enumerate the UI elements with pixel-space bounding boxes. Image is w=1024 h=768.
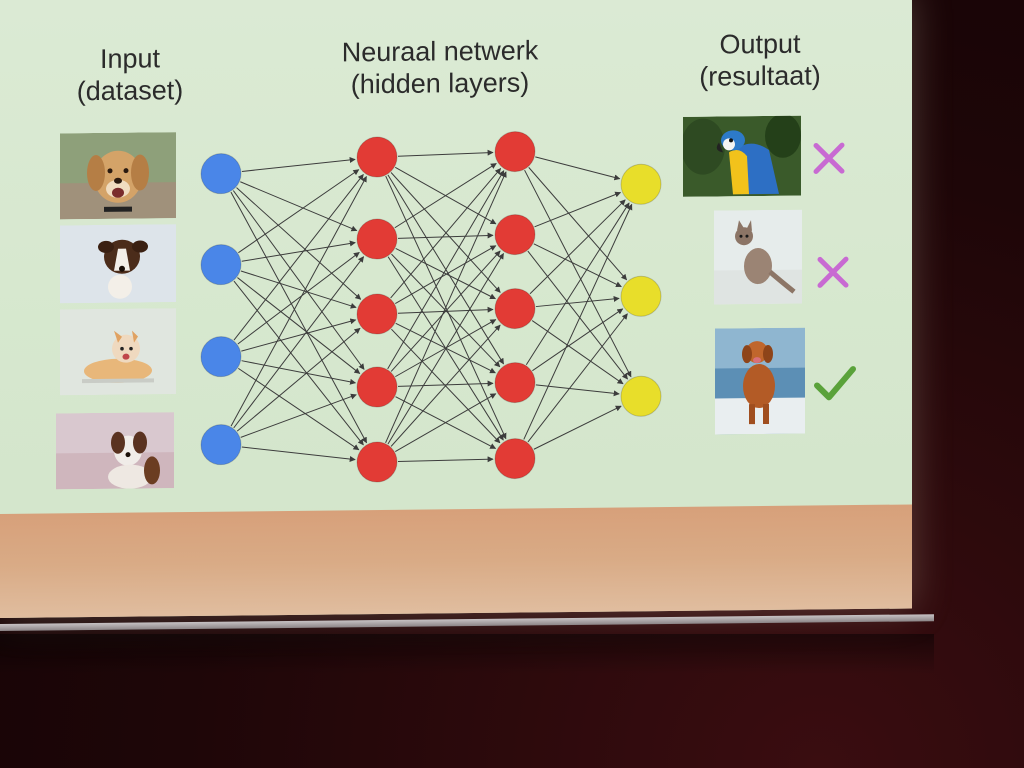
connection-arrow: [397, 149, 494, 157]
output-photo-cat: [714, 209, 802, 305]
connection-arrow: [397, 456, 494, 463]
connection-arrow: [387, 252, 504, 445]
connection-arrow: [237, 251, 360, 345]
output-node: [620, 375, 662, 417]
connection-arrow: [233, 280, 364, 446]
connection-arrow: [528, 167, 628, 281]
input-node: [200, 424, 242, 466]
hidden-node-1: [356, 366, 398, 408]
input-photo-dog-2: [60, 224, 176, 304]
hidden-node-1: [356, 293, 398, 335]
input-node: [200, 244, 242, 286]
connection-lines: [230, 149, 633, 463]
cross-icon: [812, 141, 846, 180]
connection-arrow: [240, 393, 357, 438]
input-node: [200, 153, 242, 195]
connection-arrow: [238, 169, 360, 254]
connection-arrow: [523, 203, 633, 440]
connection-arrow: [394, 163, 497, 229]
input-photo-dog-4: [56, 412, 174, 490]
connection-arrow: [385, 171, 507, 443]
connection-arrow: [390, 324, 501, 447]
connection-arrow: [395, 393, 497, 452]
connection-arrow: [238, 367, 360, 451]
input-node: [200, 336, 242, 378]
connection-arrow: [395, 319, 497, 378]
connection-arrow: [230, 191, 368, 444]
network-nodes: [200, 131, 662, 483]
connection-arrow: [387, 170, 505, 370]
connection-arrow: [525, 202, 630, 366]
connection-arrow: [535, 156, 621, 181]
connection-arrow: [395, 248, 496, 300]
connection-arrow: [236, 327, 361, 432]
hidden-node-2: [494, 214, 536, 256]
connection-arrow: [241, 318, 357, 352]
connection-arrow: [241, 156, 356, 172]
hidden-node-2: [494, 438, 536, 480]
connection-arrow: [533, 405, 622, 450]
cross-icon: [816, 255, 850, 294]
connection-arrow: [240, 270, 357, 309]
screen-frame-bar: [0, 614, 934, 631]
check-icon: [812, 363, 858, 408]
connection-arrow: [531, 320, 624, 385]
connection-arrow: [236, 187, 362, 300]
connection-arrow: [533, 243, 622, 288]
connection-arrow: [241, 446, 356, 463]
projection-screen: Input (dataset) Neuraal netwerk (hidden …: [0, 0, 912, 618]
connection-arrow: [390, 168, 502, 299]
hidden-node-2: [494, 131, 536, 173]
connection-arrow: [240, 181, 358, 232]
connection-arrow: [237, 277, 361, 374]
connection-arrow: [390, 250, 501, 372]
output-node: [620, 163, 662, 205]
connection-arrow: [532, 308, 624, 372]
connection-arrow: [529, 199, 626, 295]
output-node: [620, 275, 662, 317]
output-photo-dog: [715, 327, 805, 435]
output-photo-parrot: [683, 115, 801, 197]
connection-arrow: [524, 169, 632, 378]
neural-network-diagram: [200, 131, 662, 483]
connection-arrow: [395, 245, 497, 304]
connection-arrow: [534, 191, 622, 228]
connection-arrow: [535, 295, 620, 308]
hidden-node-2: [494, 362, 536, 404]
connection-arrow: [397, 232, 494, 239]
hidden-node-1: [356, 218, 398, 260]
hidden-node-1: [356, 441, 398, 483]
connection-arrow: [233, 174, 364, 341]
connection-arrow: [535, 384, 620, 397]
connection-arrow: [241, 360, 357, 385]
input-photo-dog-3: [60, 308, 176, 396]
hidden-node-2: [494, 288, 536, 330]
input-photo-dog-1: [60, 132, 176, 220]
connection-arrow: [527, 250, 628, 380]
connection-arrow: [230, 175, 367, 427]
connection-arrow: [397, 380, 494, 387]
hidden-node-1: [356, 136, 398, 178]
screen-shadow: [0, 634, 934, 674]
connection-arrow: [241, 240, 356, 262]
connection-arrow: [232, 190, 365, 370]
connection-arrow: [233, 256, 365, 429]
connection-arrow: [527, 313, 628, 443]
